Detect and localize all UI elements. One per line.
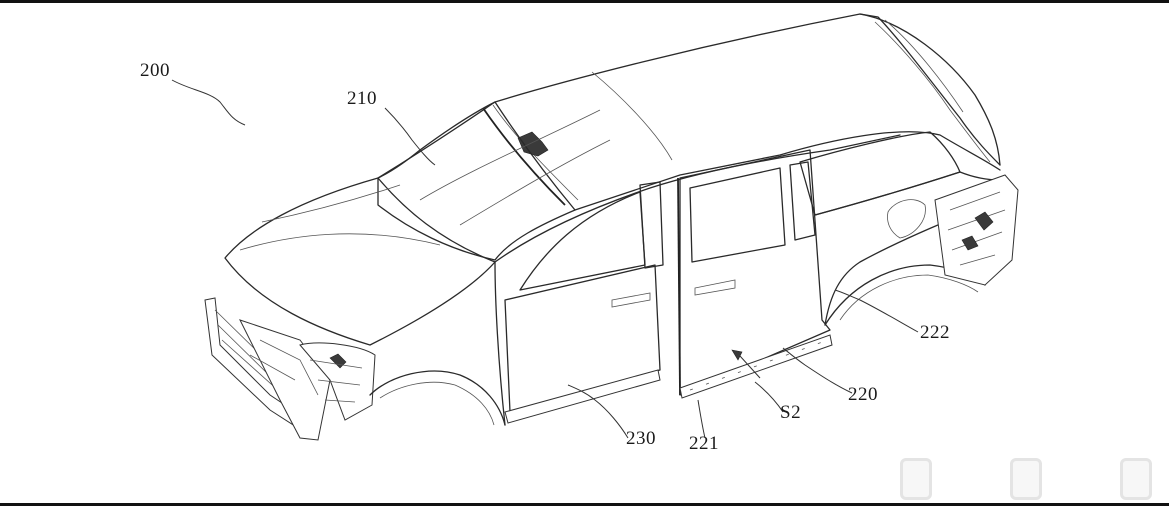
- rear-wheel-arch-inner: [839, 274, 979, 321]
- front-door-outline: [504, 264, 661, 413]
- leader-220: [782, 347, 853, 394]
- callout-210: 210: [347, 88, 377, 109]
- leader-230: [567, 384, 629, 439]
- front-shock-tower: [299, 342, 376, 421]
- watermark-glyph-1: [900, 458, 932, 500]
- roof-rail-front: [482, 107, 566, 206]
- callout-s2: S2: [780, 402, 802, 423]
- rear-door-window: [689, 167, 786, 263]
- hood-crease: [239, 233, 441, 251]
- windshield-outline: [377, 101, 576, 261]
- roof-rail-rear: [874, 21, 991, 163]
- rear-structure-node: [974, 211, 994, 231]
- leader-200: [171, 79, 246, 126]
- callout-230: 230: [626, 428, 656, 449]
- body-lower-front: [494, 261, 506, 426]
- roof-crossmember-bracket: [517, 131, 549, 157]
- hood-crease-2: [261, 184, 401, 223]
- top-border: [0, 0, 1169, 3]
- rear-structure-node-2: [961, 235, 979, 251]
- rocker-front: [504, 369, 661, 424]
- front-crash-box-detail: [249, 339, 319, 396]
- callout-221: 221: [689, 433, 719, 454]
- front-wheel-arch-inner: [379, 381, 495, 426]
- front-tower-bolt: [329, 353, 347, 369]
- body-side-upper: [574, 131, 1001, 211]
- rear-quarter-structure: [934, 174, 1019, 286]
- watermark-glyph-2: [1010, 458, 1042, 500]
- front-wheel-arch: [369, 370, 506, 426]
- callout-222: 222: [920, 322, 950, 343]
- leader-s2: [754, 381, 784, 413]
- hood-outline: [224, 177, 496, 346]
- rear-door-window-2: [789, 161, 816, 241]
- bottom-border: [0, 503, 1169, 506]
- roof-outline: [377, 13, 1001, 179]
- fuel-door: [887, 199, 926, 239]
- leader-210: [384, 107, 436, 166]
- front-door-handle: [611, 292, 651, 308]
- windshield-glare: [419, 109, 601, 201]
- front-tower-detail: [309, 359, 363, 403]
- roof-rail-rear-2: [884, 19, 964, 113]
- callout-220: 220: [848, 384, 878, 405]
- roof-seam: [591, 71, 673, 161]
- b-pillar: [639, 181, 664, 269]
- leader-222: [834, 289, 919, 333]
- s2-arrow-head: [731, 349, 743, 361]
- roof-rear-edge: [859, 13, 1001, 166]
- callout-200: 200: [140, 60, 170, 81]
- rear-door-handle: [694, 279, 736, 296]
- watermark-glyph-3: [1120, 458, 1152, 500]
- front-door-window: [519, 191, 646, 291]
- s2-arrow-shaft: [739, 355, 761, 379]
- door-opening-edge: [677, 177, 681, 396]
- leader-221: [697, 399, 706, 439]
- beltline: [494, 134, 901, 263]
- windshield-glare-2: [459, 139, 611, 226]
